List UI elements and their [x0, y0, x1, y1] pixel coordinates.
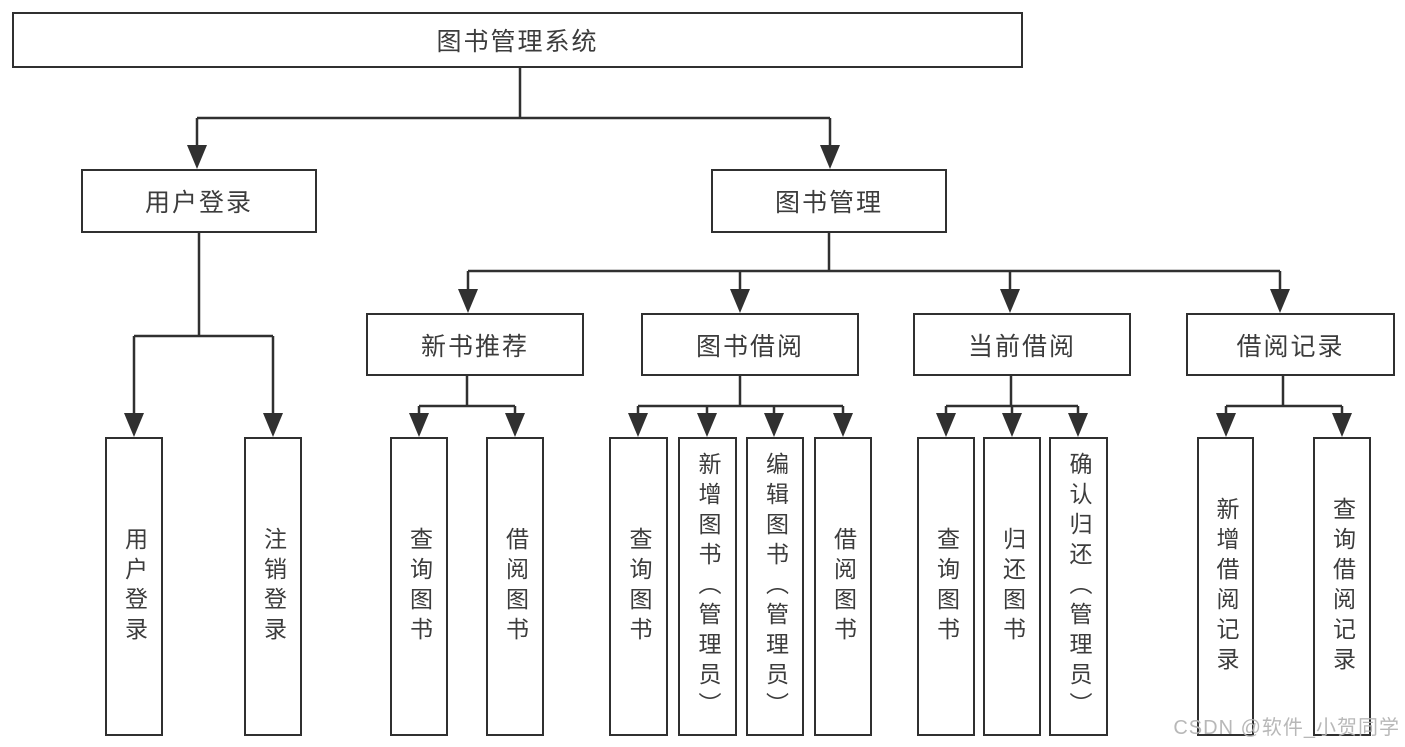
node-confirm-return-admin-label: 确认归还（管理员）: [1066, 451, 1092, 722]
node-new-book-recommend: 新书推荐: [366, 313, 584, 376]
connector-current-borrowing-branch: [936, 376, 1088, 437]
node-confirm-return-admin: 确认归还（管理员）: [1049, 437, 1108, 736]
node-query-books-borrowing: 查询图书: [609, 437, 668, 736]
node-user-login-module-label: 用户登录: [144, 189, 253, 217]
node-library-system: 图书管理系统: [12, 12, 1023, 68]
node-current-borrowing: 当前借阅: [913, 313, 1131, 376]
node-query-books-borrowing-label: 查询图书: [626, 526, 652, 647]
connector-user-login-branch: [124, 233, 283, 437]
node-borrow-books-recommend: 借阅图书: [486, 437, 544, 736]
node-query-borrow-record: 查询借阅记录: [1313, 437, 1371, 736]
node-borrow-books-recommend-label: 借阅图书: [502, 526, 529, 647]
node-book-borrowing: 图书借阅: [641, 313, 859, 376]
node-edit-books-admin: 编辑图书（管理员）: [746, 437, 804, 736]
node-add-borrow-record-label: 新增借阅记录: [1213, 496, 1239, 677]
connector-new-book-branch: [409, 376, 525, 437]
node-borrow-books-label: 借阅图书: [830, 526, 857, 647]
node-user-login-label: 用户登录: [121, 526, 148, 647]
csdn-watermark: CSDN @软件_小贺同学: [1173, 717, 1400, 739]
node-book-management: 图书管理: [711, 169, 947, 233]
node-user-login-module: 用户登录: [81, 169, 317, 233]
node-borrow-books: 借阅图书: [814, 437, 872, 736]
node-add-borrow-record: 新增借阅记录: [1197, 437, 1254, 736]
node-return-books-label: 归还图书: [999, 526, 1026, 647]
connector-book-borrowing-branch: [628, 376, 853, 437]
node-library-system-label: 图书管理系统: [436, 28, 599, 56]
node-borrowing-records-label: 借阅记录: [1236, 332, 1345, 361]
node-edit-books-admin-label: 编辑图书（管理员）: [762, 451, 789, 722]
node-return-books: 归还图书: [983, 437, 1041, 736]
node-new-book-recommend-label: 新书推荐: [420, 332, 529, 361]
node-user-login: 用户登录: [105, 437, 163, 736]
node-current-borrowing-label: 当前借阅: [967, 332, 1076, 361]
node-query-borrow-record-label: 查询借阅记录: [1329, 496, 1356, 677]
connector-borrowing-records-branch: [1216, 376, 1352, 437]
node-query-books-recommend: 查询图书: [390, 437, 448, 736]
connector-book-management-branch: [458, 233, 1290, 313]
node-add-books-admin-label: 新增图书（管理员）: [695, 451, 721, 722]
connector-root-to-level2: [187, 68, 840, 169]
node-book-borrowing-label: 图书借阅: [695, 332, 804, 361]
node-query-books-current-label: 查询图书: [933, 526, 960, 647]
node-borrowing-records: 借阅记录: [1186, 313, 1395, 376]
node-logout-label: 注销登录: [260, 526, 287, 647]
node-query-books-recommend-label: 查询图书: [406, 526, 433, 647]
node-add-books-admin: 新增图书（管理员）: [678, 437, 737, 736]
node-book-management-label: 图书管理: [774, 189, 883, 217]
node-query-books-current: 查询图书: [917, 437, 975, 736]
node-logout: 注销登录: [244, 437, 302, 736]
